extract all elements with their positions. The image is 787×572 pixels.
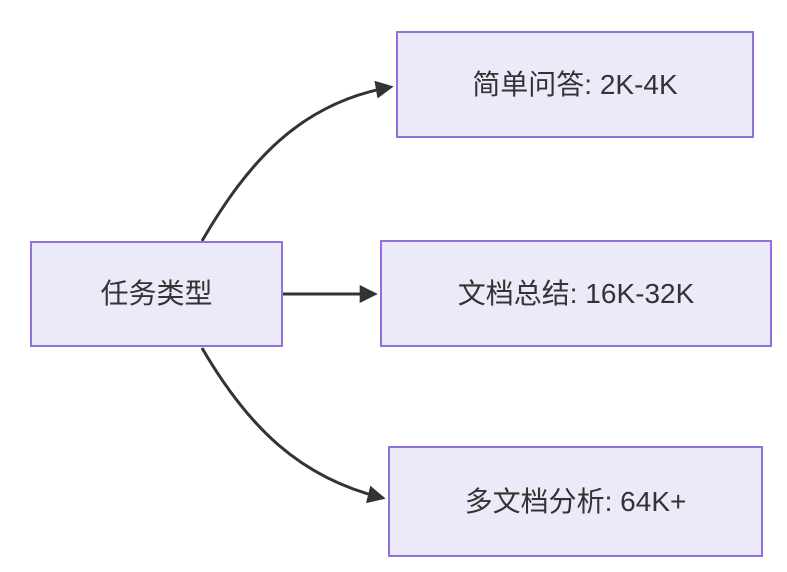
node-multi-doc-analysis: 多文档分析: 64K+ [388,446,763,557]
node-doc-summary: 文档总结: 16K-32K [380,240,772,347]
node-task-type: 任务类型 [30,241,283,347]
node-simple-qa: 简单问答: 2K-4K [396,31,754,138]
node-simple-qa-label: 简单问答: 2K-4K [472,68,678,100]
node-doc-summary-label: 文档总结: 16K-32K [457,277,695,309]
node-multi-doc-analysis-label: 多文档分析: 64K+ [464,485,687,517]
node-task-type-label: 任务类型 [100,278,213,310]
arrow-root-to-multi-doc [200,347,386,504]
arrow-root-to-simple-qa [200,80,394,242]
